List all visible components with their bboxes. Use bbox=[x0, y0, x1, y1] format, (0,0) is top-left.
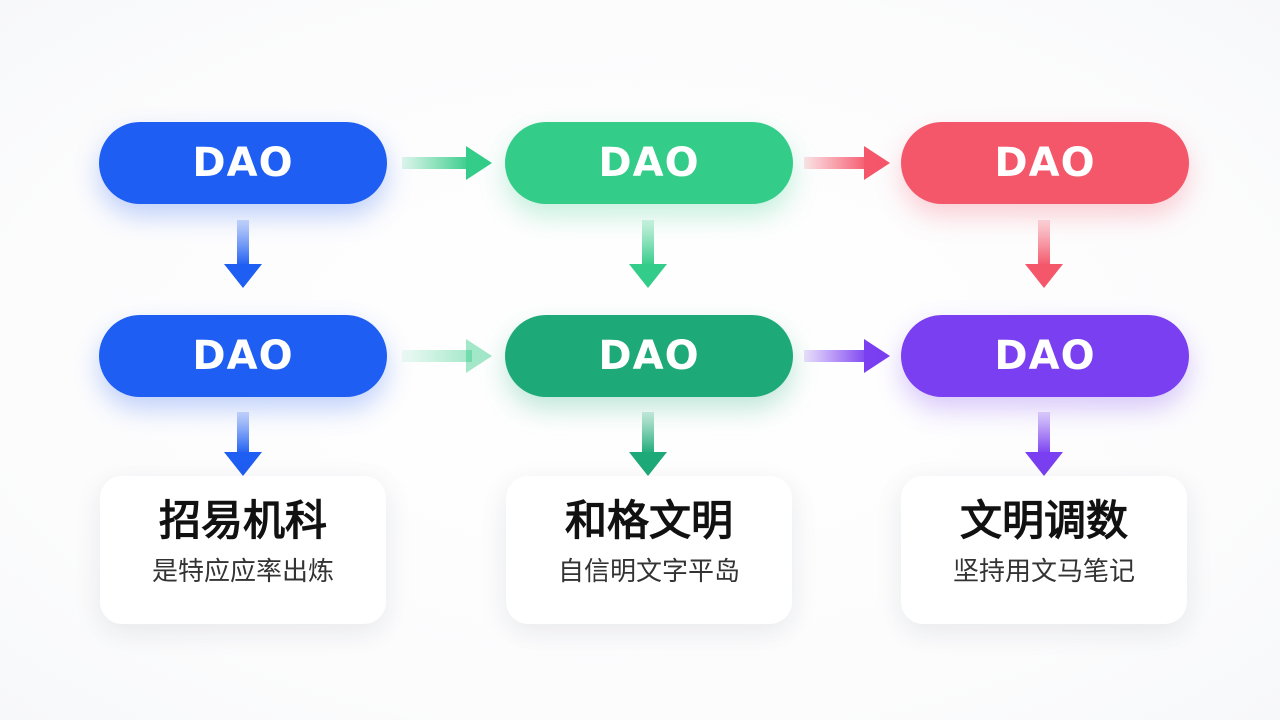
arrow-right-row1-a bbox=[402, 146, 492, 180]
info-card-col1: 招易机科 是特应应率出炼 bbox=[100, 476, 386, 624]
card-title: 招易机科 bbox=[158, 496, 327, 545]
arrow-right-row2-a bbox=[402, 339, 492, 373]
dao-node-row1-col2: DAO bbox=[505, 122, 793, 204]
dao-node-row1-col1: DAO bbox=[99, 122, 387, 204]
dao-node-row2-col1: DAO bbox=[99, 315, 387, 397]
dao-node-label: DAO bbox=[994, 333, 1096, 379]
card-title: 文明调数 bbox=[959, 496, 1128, 545]
dao-node-label: DAO bbox=[192, 140, 294, 186]
dao-node-label: DAO bbox=[192, 333, 294, 379]
arrow-down-col1-a bbox=[224, 220, 262, 288]
arrow-down-col2-a bbox=[629, 220, 667, 288]
dao-node-label: DAO bbox=[598, 333, 700, 379]
arrow-down-col2-b bbox=[629, 412, 667, 476]
dao-node-row2-col2: DAO bbox=[505, 315, 793, 397]
card-subtitle: 自信明文字平岛 bbox=[557, 557, 740, 587]
dao-node-label: DAO bbox=[994, 140, 1096, 186]
arrow-down-col3-b bbox=[1025, 412, 1063, 476]
card-title: 和格文明 bbox=[564, 496, 733, 545]
card-subtitle: 是特应应率出炼 bbox=[151, 557, 334, 587]
dao-node-label: DAO bbox=[598, 140, 700, 186]
arrow-down-col1-b bbox=[224, 412, 262, 476]
info-card-col2: 和格文明 自信明文字平岛 bbox=[506, 476, 792, 624]
dao-node-row2-col3: DAO bbox=[901, 315, 1189, 397]
arrow-right-row2-b bbox=[804, 339, 890, 373]
arrow-right-row1-b bbox=[804, 146, 890, 180]
arrow-down-col3-a bbox=[1025, 220, 1063, 288]
card-subtitle: 坚持用文马笔记 bbox=[952, 557, 1135, 587]
info-card-col3: 文明调数 坚持用文马笔记 bbox=[901, 476, 1187, 624]
dao-node-row1-col3: DAO bbox=[901, 122, 1189, 204]
